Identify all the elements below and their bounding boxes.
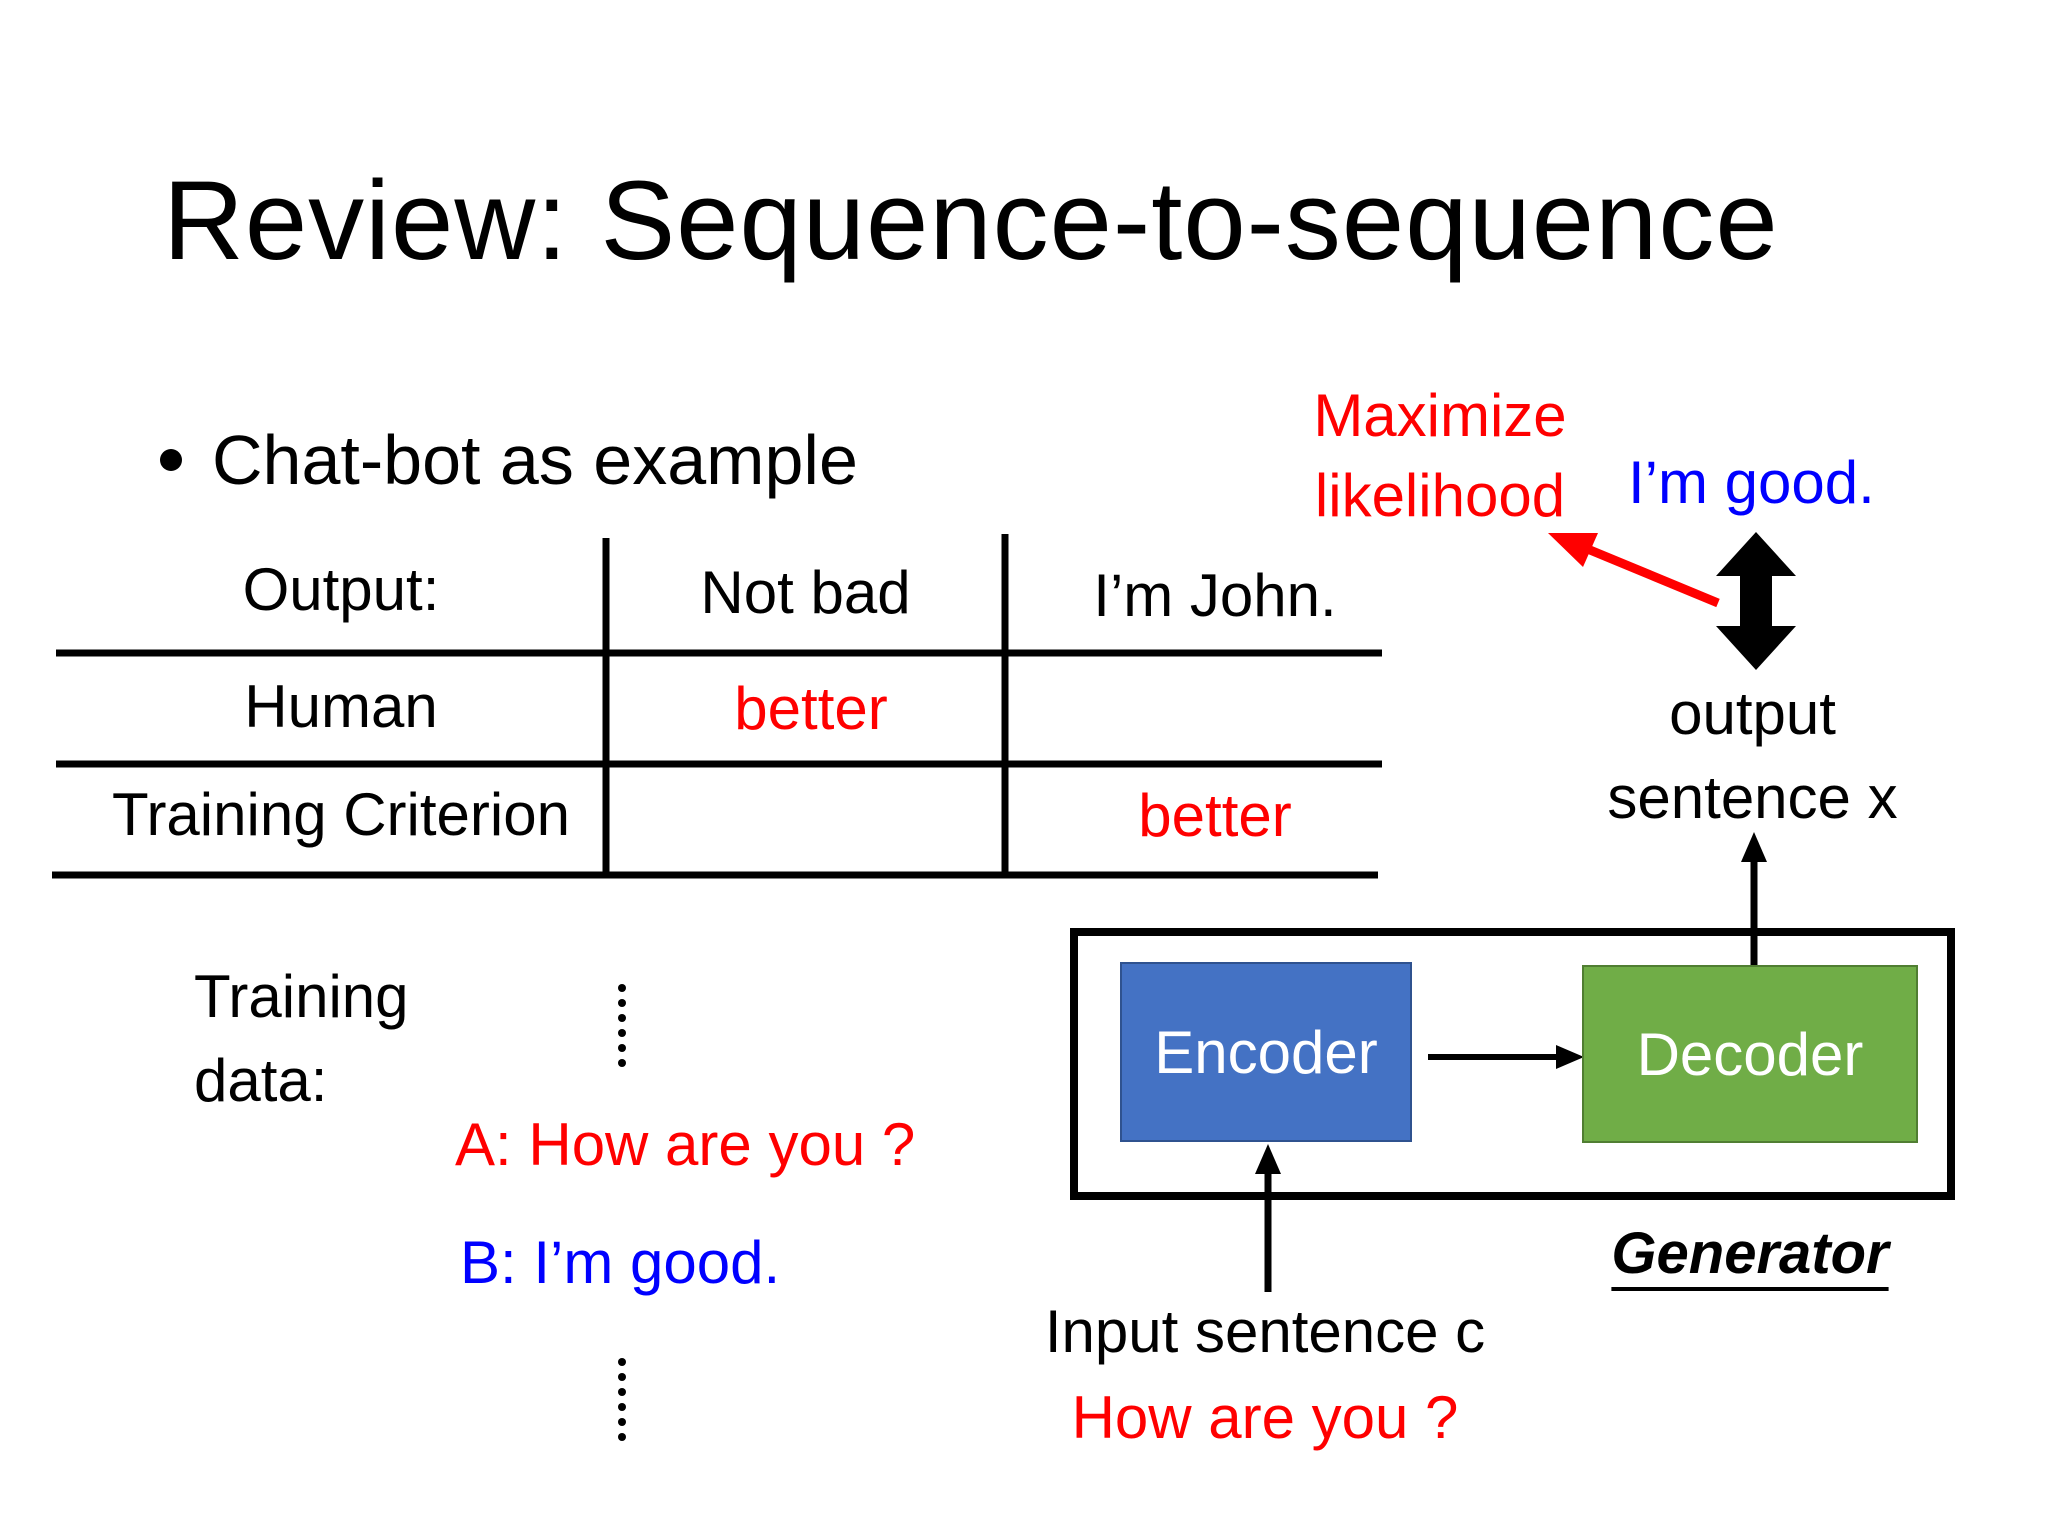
ellipsis-top-icon [618, 984, 626, 1067]
input-sentence-example: How are you ? [1071, 1384, 1459, 1451]
red-arrowhead [1548, 533, 1598, 567]
generator-box [1070, 928, 1955, 1200]
training-data-label: Training data: [194, 963, 409, 1114]
output-arrowhead [1741, 832, 1767, 862]
slide-title: Review: Sequence-to-sequence [163, 158, 1779, 283]
target-output-text: I’m good. [1628, 449, 1875, 516]
encoder-label: Encoder [1154, 1018, 1378, 1086]
encoder-decoder-arrowhead [1556, 1045, 1584, 1069]
table-row-criterion-label: Training Criterion [112, 781, 570, 848]
decoder-label: Decoder [1636, 1020, 1864, 1088]
table-cell-criterion-john: better [1138, 782, 1292, 849]
generator-label: Generator [1611, 1221, 1889, 1286]
encoder-block: Encoder [1120, 962, 1412, 1142]
table-cell-human-notbad: better [734, 675, 888, 742]
ellipsis-bottom-icon [618, 1358, 626, 1441]
maximize-likelihood-label: Maximize likelihood [1313, 382, 1567, 529]
table-header-col2: I’m John. [1093, 562, 1337, 629]
bullet-dot [160, 448, 182, 471]
dialog-line-a: A: How are you ? [455, 1111, 916, 1178]
input-sentence-label: Input sentence c [1044, 1298, 1486, 1365]
output-sentence-label: output sentence x [1607, 680, 1898, 831]
red-arrow-line [1588, 545, 1720, 608]
bullet-text: Chat-bot as example [212, 421, 858, 499]
bullet-item: Chat-bot as example [160, 425, 858, 495]
decoder-block: Decoder [1582, 965, 1918, 1143]
double-arrow-icon [1716, 532, 1796, 670]
table-row-human-label: Human [244, 673, 438, 740]
dialog-line-b: B: I’m good. [460, 1229, 781, 1296]
table-header-col1: Not bad [700, 559, 911, 626]
table-header-output: Output: [242, 556, 440, 623]
input-arrowhead [1255, 1144, 1281, 1174]
